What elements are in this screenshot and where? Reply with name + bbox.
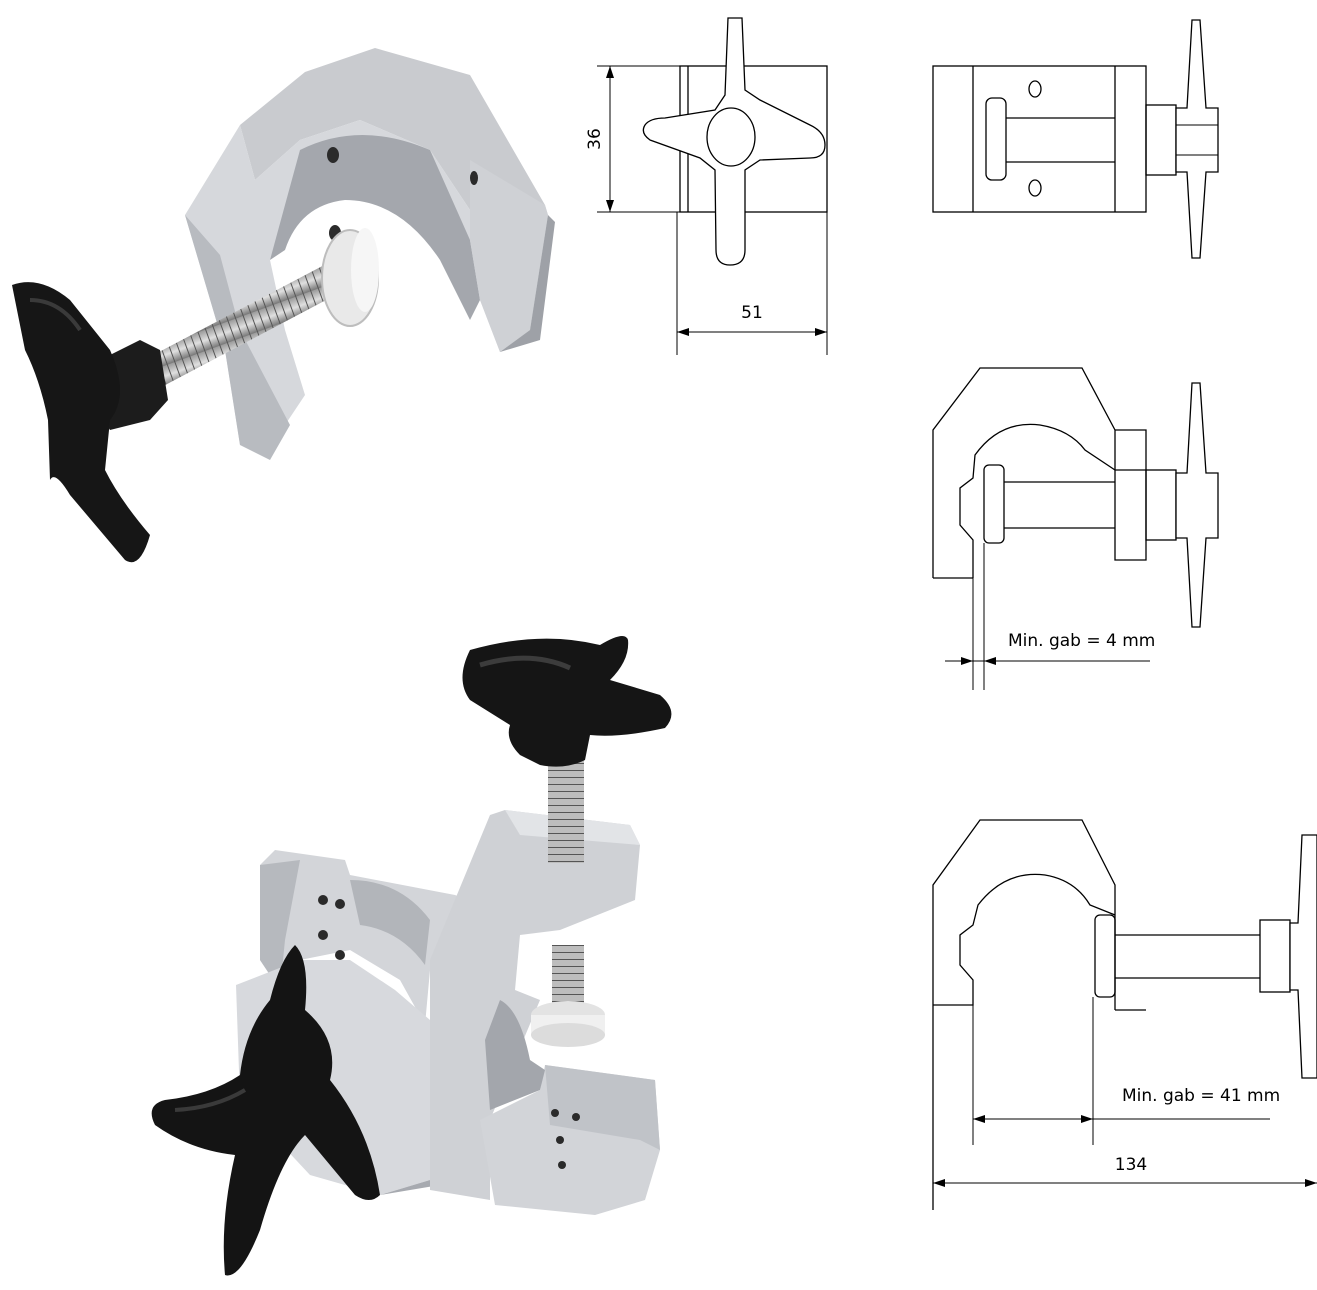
- front-view-drawing: 36 51: [585, 17, 828, 355]
- dimension-min-gap-4: Min. gab = 4 mm: [1008, 631, 1155, 651]
- top-view-drawing: [932, 19, 1219, 259]
- dimension-overall: 134: [1115, 1155, 1147, 1175]
- screw-hole: [470, 171, 478, 185]
- clamp-screw: [140, 262, 345, 392]
- screw-hole: [327, 147, 339, 163]
- clamp-render-double: [151, 636, 672, 1276]
- dimension-height: 36: [585, 128, 605, 150]
- pressure-pad-lower: [531, 1023, 605, 1047]
- star-knob: [12, 282, 150, 563]
- star-knob-upper: [462, 636, 672, 767]
- dimension-width: 51: [741, 303, 763, 323]
- side-view-min-gap-drawing: Min. gab = 4 mm: [932, 367, 1219, 690]
- dimension-min-gap-41: Min. gab = 41 mm: [1122, 1086, 1280, 1106]
- star-knob-lower: [151, 945, 380, 1276]
- star-knob-outline: [642, 17, 826, 266]
- side-view-max-open-drawing: Min. gab = 41 mm 134: [932, 819, 1317, 1210]
- clamp-render-side: [12, 48, 555, 563]
